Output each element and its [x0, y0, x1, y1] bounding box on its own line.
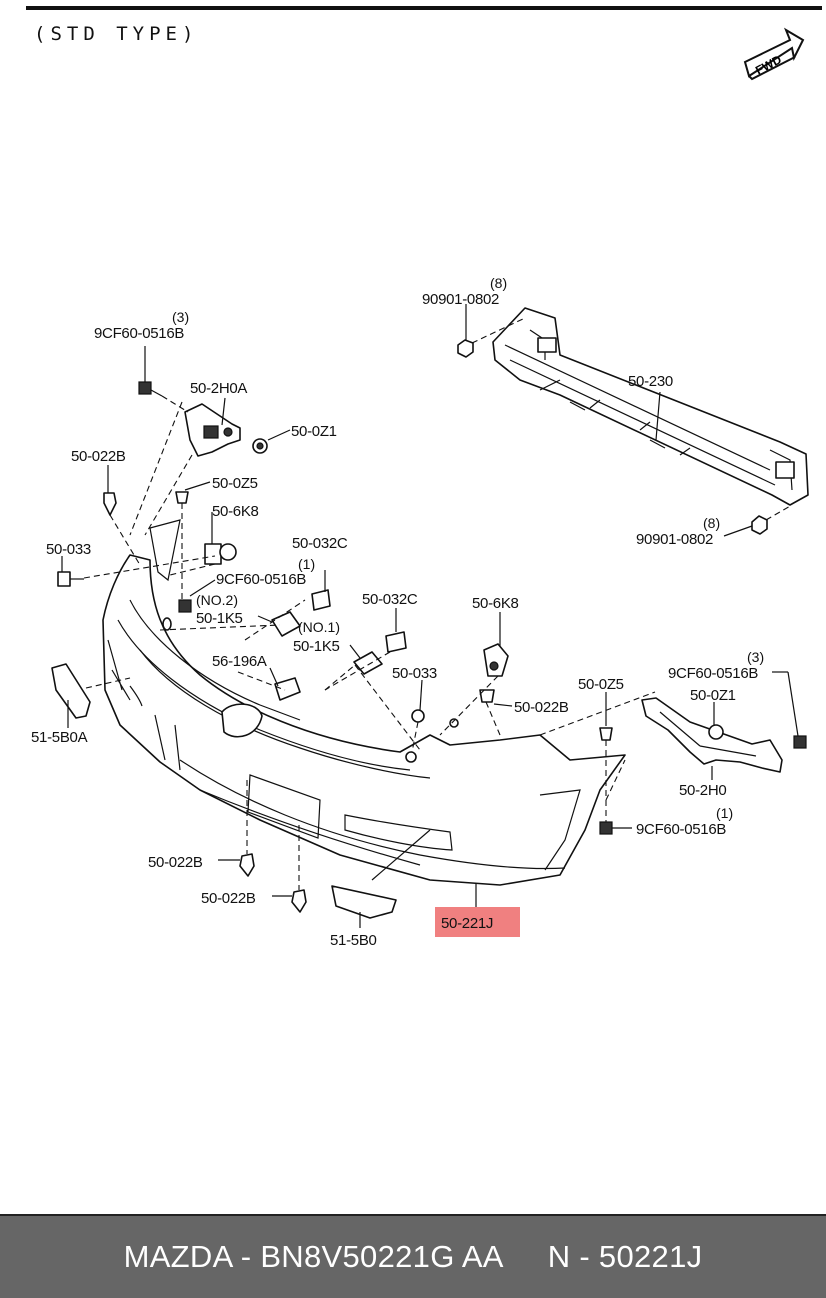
bolt-icon — [178, 599, 192, 613]
reference-number: N - 50221J — [547, 1239, 703, 1274]
bracket-50-2h0a — [184, 403, 241, 457]
callout-9cf60-0516b[interactable]: 9CF60-0516B — [668, 665, 759, 682]
leader-lines — [61, 304, 799, 928]
callout-50-0z1[interactable]: 50-0Z1 — [690, 687, 736, 704]
callout-9cf60-0516b[interactable]: 9CF60-0516B — [636, 821, 727, 838]
callout-51-5b0[interactable]: 51-5B0 — [330, 932, 377, 949]
nut-icon — [751, 515, 768, 535]
emblem-icon — [274, 677, 301, 701]
callout-9cf60-0516b[interactable]: 9CF60-0516B — [94, 325, 185, 342]
callout-51-5b0a[interactable]: 51-5B0A — [31, 729, 88, 746]
bracket-icon — [483, 643, 509, 677]
callout-50-2h0a[interactable]: 50-2H0A — [190, 380, 248, 397]
callout-50-022b[interactable]: 50-022B — [201, 890, 256, 907]
clip-icon — [103, 492, 117, 516]
callout-50-6k8[interactable]: 50-6K8 — [472, 595, 519, 612]
callout-50-033[interactable]: 50-033 — [46, 541, 91, 558]
parts-diagram: (STD TYPE) FWD — [26, 6, 822, 949]
callout-50-0z5[interactable]: 50-0Z5 — [212, 475, 258, 492]
nut-icon — [385, 631, 407, 653]
screw-icon — [57, 571, 84, 587]
clip-icon — [239, 853, 255, 877]
callout-50-2h0[interactable]: 50-2H0 — [679, 782, 727, 799]
clip-icon — [479, 689, 495, 703]
bumper-cover — [102, 519, 626, 886]
callout-50-1k5[interactable]: 50-1K5 — [293, 638, 340, 655]
highlight-box — [435, 907, 520, 937]
callout-50-022b[interactable]: 50-022B — [148, 854, 203, 871]
bolt-icon — [793, 735, 807, 749]
callout-90901-0802[interactable]: 90901-0802 — [636, 531, 713, 548]
callout-50-0z1[interactable]: 50-0Z1 — [291, 423, 337, 440]
qty-label: (8) — [703, 515, 720, 531]
callout-50-230[interactable]: 50-230 — [628, 373, 673, 390]
brand-part-number: MAZDA - BN8V50221G AA — [123, 1239, 504, 1274]
qty-label: (8) — [490, 275, 507, 291]
reflector-51-5b0 — [331, 885, 397, 919]
clip-icon — [175, 491, 189, 504]
callout-50-033[interactable]: 50-033 — [392, 665, 437, 682]
clip-icon — [252, 438, 268, 454]
no1-label: (NO.1) — [298, 619, 340, 635]
callout-50-032c[interactable]: 50-032C — [362, 591, 418, 608]
clip-icon — [291, 889, 307, 913]
callout-50-0z5[interactable]: 50-0Z5 — [578, 676, 624, 693]
qty-label: (3) — [172, 309, 189, 325]
qty-label: (3) — [747, 649, 764, 665]
callout-50-022b[interactable]: 50-022B — [71, 448, 126, 465]
fwd-arrow-icon: FWD — [743, 27, 805, 81]
qty-label: (1) — [716, 805, 733, 821]
bumper-reinforcement — [492, 307, 809, 506]
callout-50-221j[interactable]: 50-221J — [441, 915, 493, 932]
clip-icon — [271, 611, 301, 637]
screw-icon — [411, 709, 425, 723]
nut-icon — [457, 339, 474, 358]
callout-50-032c[interactable]: 50-032C — [292, 535, 348, 552]
callout-50-6k8[interactable]: 50-6K8 — [212, 503, 259, 520]
clip-icon — [599, 727, 613, 741]
part-number-footer: MAZDA - BN8V50221G AA N - 50221J — [0, 1214, 826, 1298]
callout-56-196a[interactable]: 56-196A — [212, 653, 267, 670]
clip-icon — [708, 724, 724, 740]
callout-50-1k5[interactable]: 50-1K5 — [196, 610, 243, 627]
std-type-label: (STD TYPE) — [34, 23, 198, 45]
bolt-icon — [138, 381, 163, 397]
bolt-icon — [599, 821, 613, 835]
bracket-icon — [204, 543, 237, 565]
callout-90901-0802[interactable]: 90901-0802 — [422, 291, 499, 308]
nut-icon — [311, 589, 331, 611]
reflector-51-5b0a — [51, 663, 91, 719]
no2-label: (NO.2) — [196, 592, 238, 608]
callout-9cf60-0516b[interactable]: 9CF60-0516B — [216, 571, 307, 588]
callout-50-022b[interactable]: 50-022B — [514, 699, 569, 716]
qty-label: (1) — [298, 556, 315, 572]
